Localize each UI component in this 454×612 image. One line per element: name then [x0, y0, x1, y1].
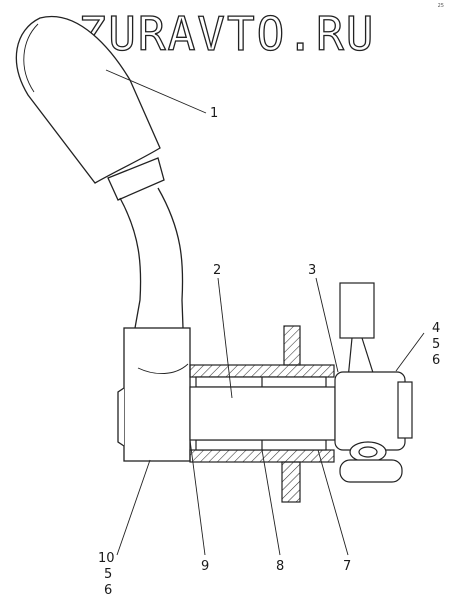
callout-1: 1 — [210, 106, 218, 121]
callout-10-6: 6 — [104, 583, 112, 598]
callout-4-6: 6 — [432, 353, 440, 368]
lever-knob — [15, 15, 165, 201]
callout-4-5: 5 — [432, 337, 440, 352]
callout-8: 8 — [276, 559, 284, 574]
callout-labels: 1 2 3 4 5 6 9 8 7 10 5 6 — [98, 106, 440, 598]
watermark: ZURAVTO.RU — [79, 7, 376, 61]
callout-4: 4 — [432, 321, 440, 336]
callout-2: 2 — [213, 263, 221, 278]
shift-rod-end — [334, 282, 413, 483]
leader-lines — [105, 69, 425, 556]
lever-shaft — [119, 187, 184, 329]
callout-3: 3 — [308, 263, 316, 278]
bushing-assembly — [189, 325, 336, 503]
corner-mark: 25 — [438, 3, 444, 9]
callout-7: 7 — [343, 559, 351, 574]
callout-10-5: 5 — [104, 567, 112, 582]
lever-housing — [117, 327, 191, 462]
callout-10: 10 — [98, 551, 115, 566]
callout-9: 9 — [201, 559, 209, 574]
